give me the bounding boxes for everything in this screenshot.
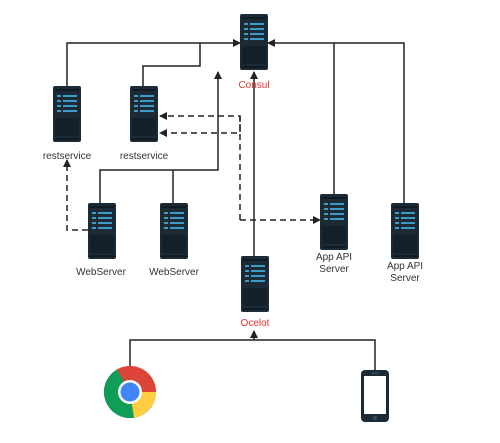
server-app-api-1[interactable]: App API Server (316, 194, 352, 275)
edge-webserver1-consul (99, 71, 222, 203)
app-api-1-label-line1: App API (316, 252, 352, 263)
restservice-1-label: restservice (43, 151, 92, 162)
webserver-2-label: WebServer (149, 267, 200, 278)
dashed-edge-consul-restservice2 (159, 116, 241, 137)
server-app-api-2[interactable]: App API Server (387, 203, 423, 284)
server-consul[interactable]: Consul (238, 14, 270, 91)
edge-restservice1-consul (66, 39, 241, 86)
app-api-1-label-line2: Server (319, 264, 349, 275)
restservice-2-label: restservice (120, 151, 169, 162)
consul-label: Consul (238, 80, 269, 91)
edge-phone-ocelot (254, 339, 376, 370)
dashed-edge-webserver1-restservice1 (63, 159, 88, 231)
connectors (66, 39, 405, 370)
ocelot-label: Ocelot (241, 318, 270, 329)
edge-appapi2-consul (334, 42, 405, 203)
server-webserver-2[interactable]: WebServer (149, 203, 200, 278)
app-api-2-label-line2: Server (390, 273, 420, 284)
chrome-browser-icon[interactable] (104, 366, 156, 419)
smartphone-icon[interactable] (361, 370, 389, 422)
server-ocelot[interactable]: Ocelot (241, 256, 270, 329)
dashed-connectors (63, 112, 321, 231)
edge-browser-ocelot (129, 330, 258, 370)
server-restservice-2[interactable]: restservice (120, 86, 169, 162)
edge-restservice2-consul (142, 43, 201, 86)
app-api-2-label-line1: App API (387, 261, 423, 272)
server-restservice-1[interactable]: restservice (43, 86, 92, 162)
server-webserver-1[interactable]: WebServer (76, 203, 127, 278)
webserver-1-label: WebServer (76, 267, 127, 278)
edge-appapi1-consul (267, 39, 335, 194)
